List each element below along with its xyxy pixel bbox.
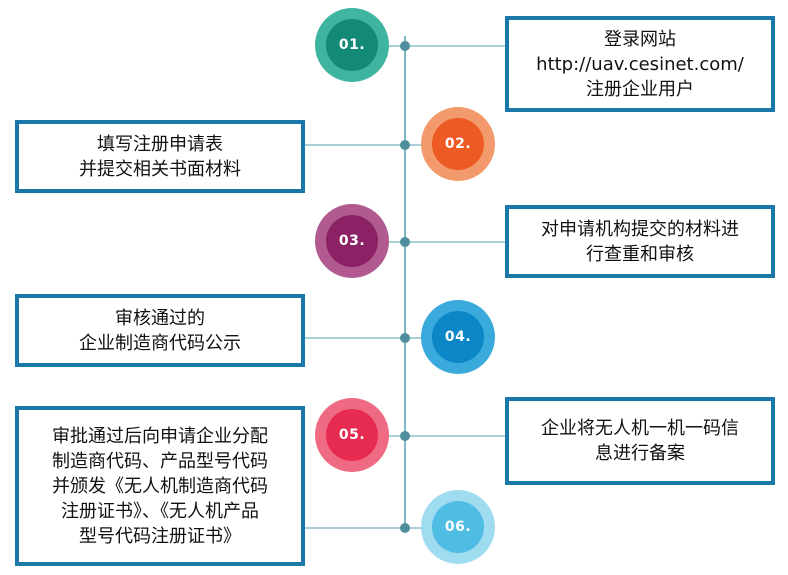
connector-line-3 [367, 241, 507, 243]
connector-line-5 [367, 435, 507, 437]
step-2-badge: 02. [421, 107, 495, 181]
step-3-number: 03. [326, 215, 378, 267]
step-4-box: 审核通过的 企业制造商代码公示 [15, 294, 305, 367]
step-1-text: 登录网站 http://uav.cesinet.com/ 注册企业用户 [536, 28, 744, 100]
connector-line-1 [367, 45, 507, 47]
step-2-box: 填写注册申请表 并提交相关书面材料 [15, 120, 305, 193]
timeline-spine [404, 36, 406, 529]
step-3-badge: 03. [315, 204, 389, 278]
step-6-text: 审批通过后向申请企业分配 制造商代码、产品型号代码 并颁发《无人机制造商代码 注… [52, 425, 268, 547]
step-1-badge: 01. [315, 8, 389, 82]
step-6-number: 06. [432, 501, 484, 553]
step-6-badge: 06. [421, 490, 495, 564]
step-2-number: 02. [432, 118, 484, 170]
timeline-node-4 [400, 333, 410, 343]
step-5-number: 05. [326, 409, 378, 461]
timeline-node-5 [400, 431, 410, 441]
step-6-box: 审批通过后向申请企业分配 制造商代码、产品型号代码 并颁发《无人机制造商代码 注… [15, 406, 305, 566]
timeline-node-6 [400, 523, 410, 533]
step-4-text: 审核通过的 企业制造商代码公示 [79, 307, 241, 354]
connector-line-6 [305, 527, 445, 529]
timeline-node-2 [400, 140, 410, 150]
step-3-box: 对申请机构提交的材料进 行查重和审核 [505, 205, 775, 278]
step-4-badge: 04. [421, 300, 495, 374]
step-1-box: 登录网站 http://uav.cesinet.com/ 注册企业用户 [505, 16, 775, 112]
timeline-node-1 [400, 41, 410, 51]
step-3-text: 对申请机构提交的材料进 行查重和审核 [541, 218, 739, 265]
step-5-text: 企业将无人机一机一码信 息进行备案 [541, 418, 739, 464]
step-4-number: 04. [432, 311, 484, 363]
step-5-badge: 05. [315, 398, 389, 472]
step-1-number: 01. [326, 19, 378, 71]
step-5-box: 企业将无人机一机一码信 息进行备案 [505, 397, 775, 485]
connector-line-2 [305, 144, 445, 146]
timeline-node-3 [400, 237, 410, 247]
connector-line-4 [305, 337, 445, 339]
step-2-text: 填写注册申请表 并提交相关书面材料 [79, 133, 241, 180]
